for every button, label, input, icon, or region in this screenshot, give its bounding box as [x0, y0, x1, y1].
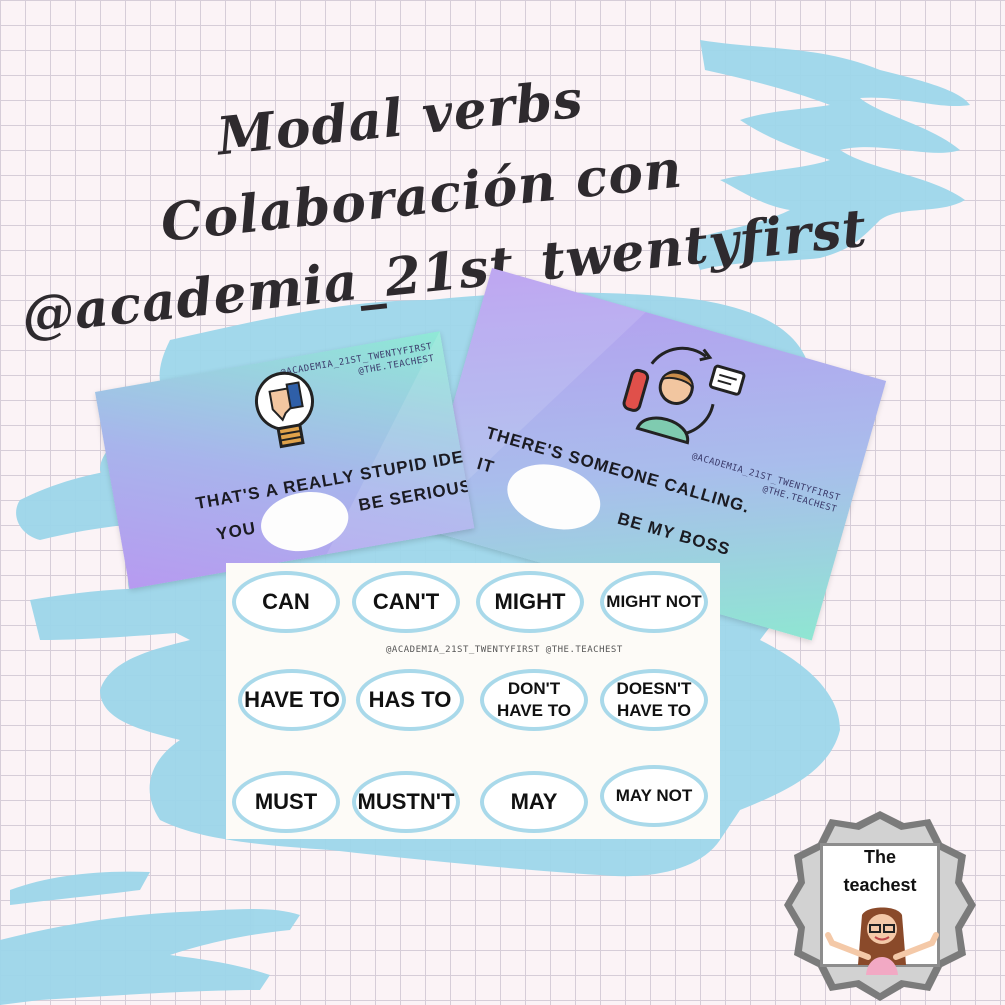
- badge-line-2: teachest: [843, 875, 917, 895]
- lightbulb-thumbs-down-icon: [254, 371, 314, 449]
- modal-verbs-sheet: @ACADEMIA_21ST_TWENTYFIRST @THE.TEACHEST…: [226, 563, 720, 839]
- word-mustnt: MUSTN'T: [352, 771, 460, 833]
- word-might-not: MIGHT NOT: [600, 571, 708, 633]
- word-doesnt-have-to: DOESN'T HAVE TO: [600, 669, 708, 731]
- word-might: MIGHT: [476, 571, 584, 633]
- word-has-to: HAS TO: [356, 669, 464, 731]
- phone-call-person-icon: [622, 346, 746, 445]
- word-have-to: HAVE TO: [238, 669, 346, 731]
- exercise-card-2: @ACADEMIA_21ST_TWENTYFIRST@THE.TEACHEST …: [417, 268, 887, 641]
- word-may: MAY: [480, 771, 588, 833]
- exercise-card-1: @ACADEMIA_21ST_TWENTYFIRST@THE.TEACHEST …: [95, 331, 475, 589]
- word-cant: CAN'T: [352, 571, 460, 633]
- teachest-badge: The teachest: [780, 805, 980, 1005]
- badge-line-1: The: [863, 847, 896, 867]
- word-dont-have-to: DON'T HAVE TO: [480, 669, 588, 731]
- word-may-not: MAY NOT: [600, 765, 708, 827]
- card-sentence-part-b: BE MY BOSS: [615, 508, 733, 560]
- avatar-girl-icon: [825, 907, 939, 975]
- title-line-1: Modal verbs: [214, 68, 587, 168]
- word-must: MUST: [232, 771, 340, 833]
- card-sentence-part-a: YOU: [214, 518, 258, 544]
- sheet-handle: @ACADEMIA_21ST_TWENTYFIRST @THE.TEACHEST: [386, 645, 623, 655]
- word-can: CAN: [232, 571, 340, 633]
